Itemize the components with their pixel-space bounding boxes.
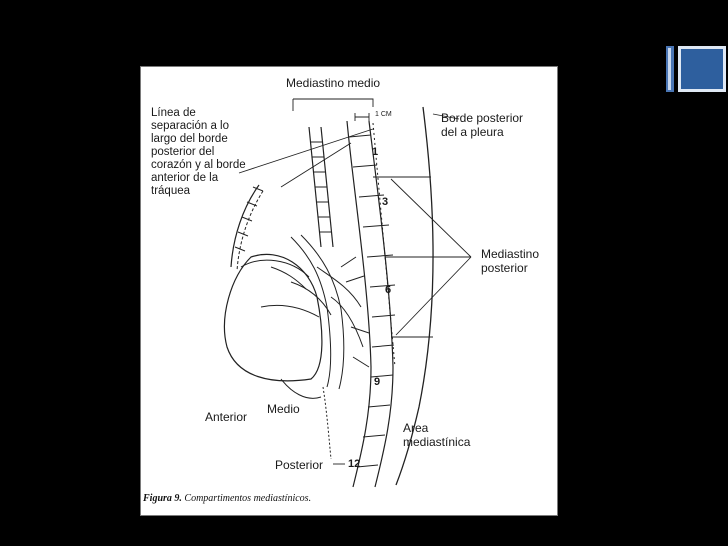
figure-number: Figura 9. bbox=[143, 493, 182, 504]
label-area-mediastinica: Area mediastínica bbox=[403, 421, 471, 449]
label-posterior: Posterior bbox=[275, 458, 324, 472]
anatomical-drawing bbox=[223, 98, 472, 488]
label-mediastino-medio: Mediastino medio bbox=[286, 76, 381, 90]
vertebra-number: 6 bbox=[385, 284, 392, 296]
vertebra-number: 3 bbox=[382, 196, 389, 208]
label-medio: Medio bbox=[267, 402, 300, 416]
vertebra-number: 9 bbox=[374, 376, 381, 388]
figure-caption: Figura 9. Compartimentos mediastínicos. bbox=[143, 493, 311, 505]
label-1cm: 1 CM bbox=[375, 111, 392, 118]
mediastinum-figure: Mediastino medio Línea de separación a l… bbox=[140, 66, 558, 516]
label-borde-posterior: Borde posterior del a pleura bbox=[441, 111, 524, 139]
figure-caption-text: Compartimentos mediastínicos. bbox=[184, 493, 312, 504]
label-linea-separacion: Línea de separación a lo largo del borde… bbox=[151, 107, 246, 197]
label-mediastino-posterior: Mediastino posterior bbox=[481, 247, 540, 275]
label-anterior: Anterior bbox=[205, 410, 248, 424]
presentation-logo-icon bbox=[666, 46, 726, 92]
vertebra-number: 12 bbox=[348, 458, 361, 470]
vertebra-number: 1 bbox=[372, 146, 379, 158]
